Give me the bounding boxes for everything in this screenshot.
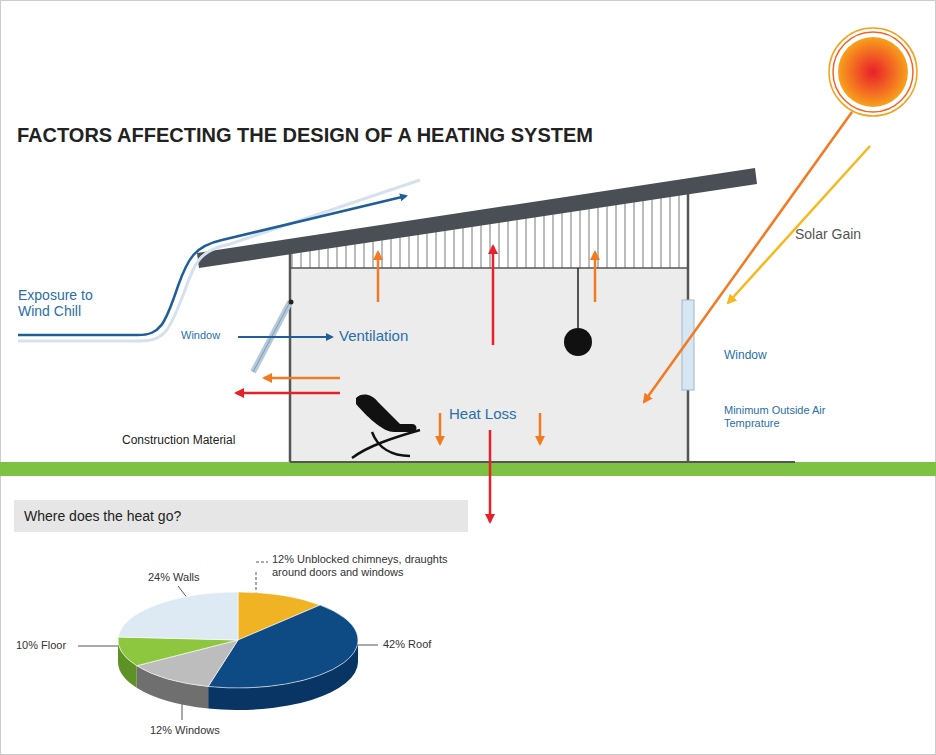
text-label: Ventilation (339, 327, 408, 344)
diagram-title: FACTORS AFFECTING THE DESIGN OF A HEATIN… (17, 124, 593, 147)
text-label: Window (181, 329, 220, 342)
text-label: Construction Material (122, 434, 235, 448)
band-text: Where does the heat go? (24, 508, 181, 524)
text-label: 42% Roof (383, 638, 431, 651)
text-label: 12% Unblocked chimneys, draughts around … (272, 553, 478, 578)
text-label: Exposure to Wind Chill (18, 287, 128, 319)
text-label: 10% Floor (16, 639, 66, 652)
text-label: 24% Walls (148, 571, 200, 584)
heading-band: Where does the heat go? (14, 500, 468, 532)
text-label: Minimum Outside Air Temprature (724, 404, 856, 429)
text-label: 12% Windows (150, 724, 220, 737)
text-label: Window (724, 349, 767, 363)
pie-slice (118, 592, 238, 640)
text-label: Heat Loss (449, 405, 517, 422)
text-label: Solar Gain (795, 226, 861, 242)
pie-slice (118, 637, 238, 666)
